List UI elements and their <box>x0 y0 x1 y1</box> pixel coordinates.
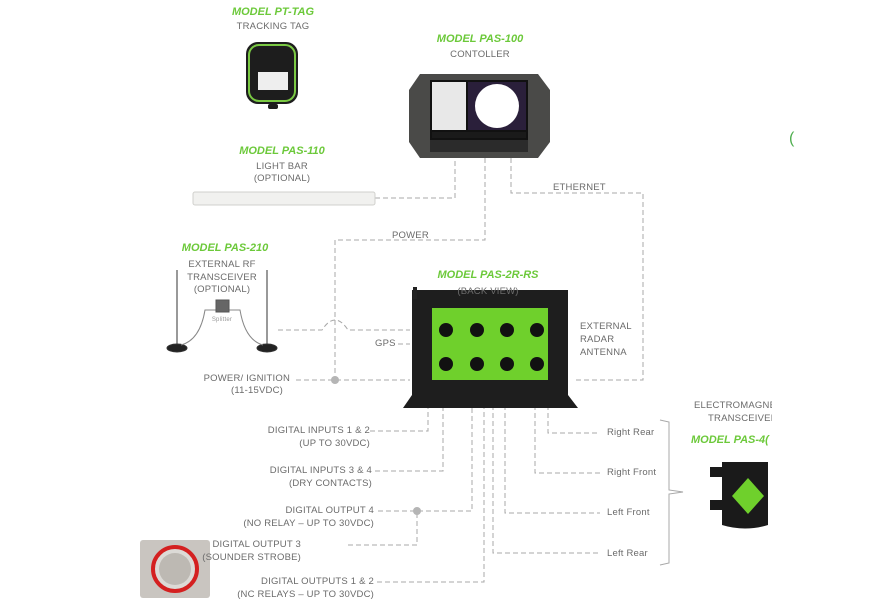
light-bar-optional: (OPTIONAL) <box>253 173 311 184</box>
controller-model: MODEL PAS-100 <box>436 33 524 45</box>
di34-wire <box>375 405 444 472</box>
splitter-label: Splitter <box>211 317 233 323</box>
left-front-wire <box>504 405 600 514</box>
di12-wire <box>370 405 429 432</box>
gps-label: GPS <box>375 338 396 349</box>
em-transceiver-image <box>710 462 768 529</box>
do12-wire <box>377 405 485 583</box>
right-rear-wire <box>547 405 600 434</box>
left-front-label: Left Front <box>607 507 650 518</box>
sensor-bracket <box>659 419 684 566</box>
light-bar-image <box>192 191 376 206</box>
em-label: ELECTROMAGNE <box>694 400 772 411</box>
light-bar-label: LIGHT BAR <box>256 161 308 172</box>
ignition-label: POWER/ IGNITION <box>203 373 290 384</box>
light-bar-model: MODEL PAS-110 <box>239 145 325 157</box>
main-unit-model: MODEL PAS-2R-RS <box>437 269 539 281</box>
left-rear-label: Left Rear <box>607 548 648 559</box>
radar-label-2: RADAR <box>580 334 615 345</box>
stray-glyph: ( <box>789 130 795 147</box>
em-model: MODEL PAS-4( <box>691 434 769 446</box>
di34-label: DIGITAL INPUTS 3 & 4 <box>269 465 372 476</box>
junction-dot <box>331 376 339 384</box>
rf-optional: (OPTIONAL) <box>193 284 251 295</box>
do12-label: DIGITAL OUTPUTS 1 & 2 <box>261 576 374 587</box>
rf-label: EXTERNAL RF <box>188 259 256 270</box>
pt-tag-image <box>246 42 298 109</box>
rf-wire <box>278 319 410 331</box>
di12-label: DIGITAL INPUTS 1 & 2 <box>267 425 370 436</box>
do4-wire <box>378 405 473 512</box>
main-unit-label: (BACK VIEW) <box>457 286 519 297</box>
do3-label: DIGITAL OUTPUT 3 <box>212 539 301 550</box>
right-rear-label: Right Rear <box>607 427 655 438</box>
ignition-voltage: (11-15VDC) <box>231 385 283 396</box>
di34-spec: (DRY CONTACTS) <box>288 478 372 489</box>
do12-spec: (NC RELAYS – UP TO 30VDC) <box>237 589 374 600</box>
right-front-label: Right Front <box>607 467 657 478</box>
left-rear-wire <box>492 405 600 554</box>
em-label-2: TRANSCEIVER <box>708 413 772 424</box>
rf-transceiver-image <box>166 270 278 353</box>
do4-spec: (NO RELAY – UP TO 30VDC) <box>243 518 374 529</box>
controller-image <box>409 74 550 158</box>
power-wire <box>334 158 486 380</box>
rf-model: MODEL PAS-210 <box>181 242 269 254</box>
do4-label: DIGITAL OUTPUT 4 <box>285 505 374 516</box>
do3-spec: (SOUNDER STROBE) <box>202 552 301 563</box>
di12-spec: (UP TO 30VDC) <box>299 438 370 449</box>
do3-wire <box>348 511 418 546</box>
radar-label-3: ANTENNA <box>580 347 627 358</box>
power-label: POWER <box>392 230 429 241</box>
lightbar-wire <box>375 158 456 199</box>
pt-tag-label: TRACKING TAG <box>236 21 310 32</box>
sounder-strobe-image <box>140 540 210 598</box>
radar-label-1: EXTERNAL <box>580 321 632 332</box>
rf-label-2: TRANSCEIVER <box>187 272 257 283</box>
junction-dot <box>413 507 421 515</box>
controller-label: CONTOLLER <box>450 49 510 60</box>
pt-tag-model: MODEL PT-TAG <box>231 6 315 18</box>
ethernet-wire <box>510 158 644 381</box>
right-front-wire <box>534 405 600 474</box>
ethernet-label: ETHERNET <box>553 182 606 193</box>
main-unit-image <box>403 287 578 408</box>
